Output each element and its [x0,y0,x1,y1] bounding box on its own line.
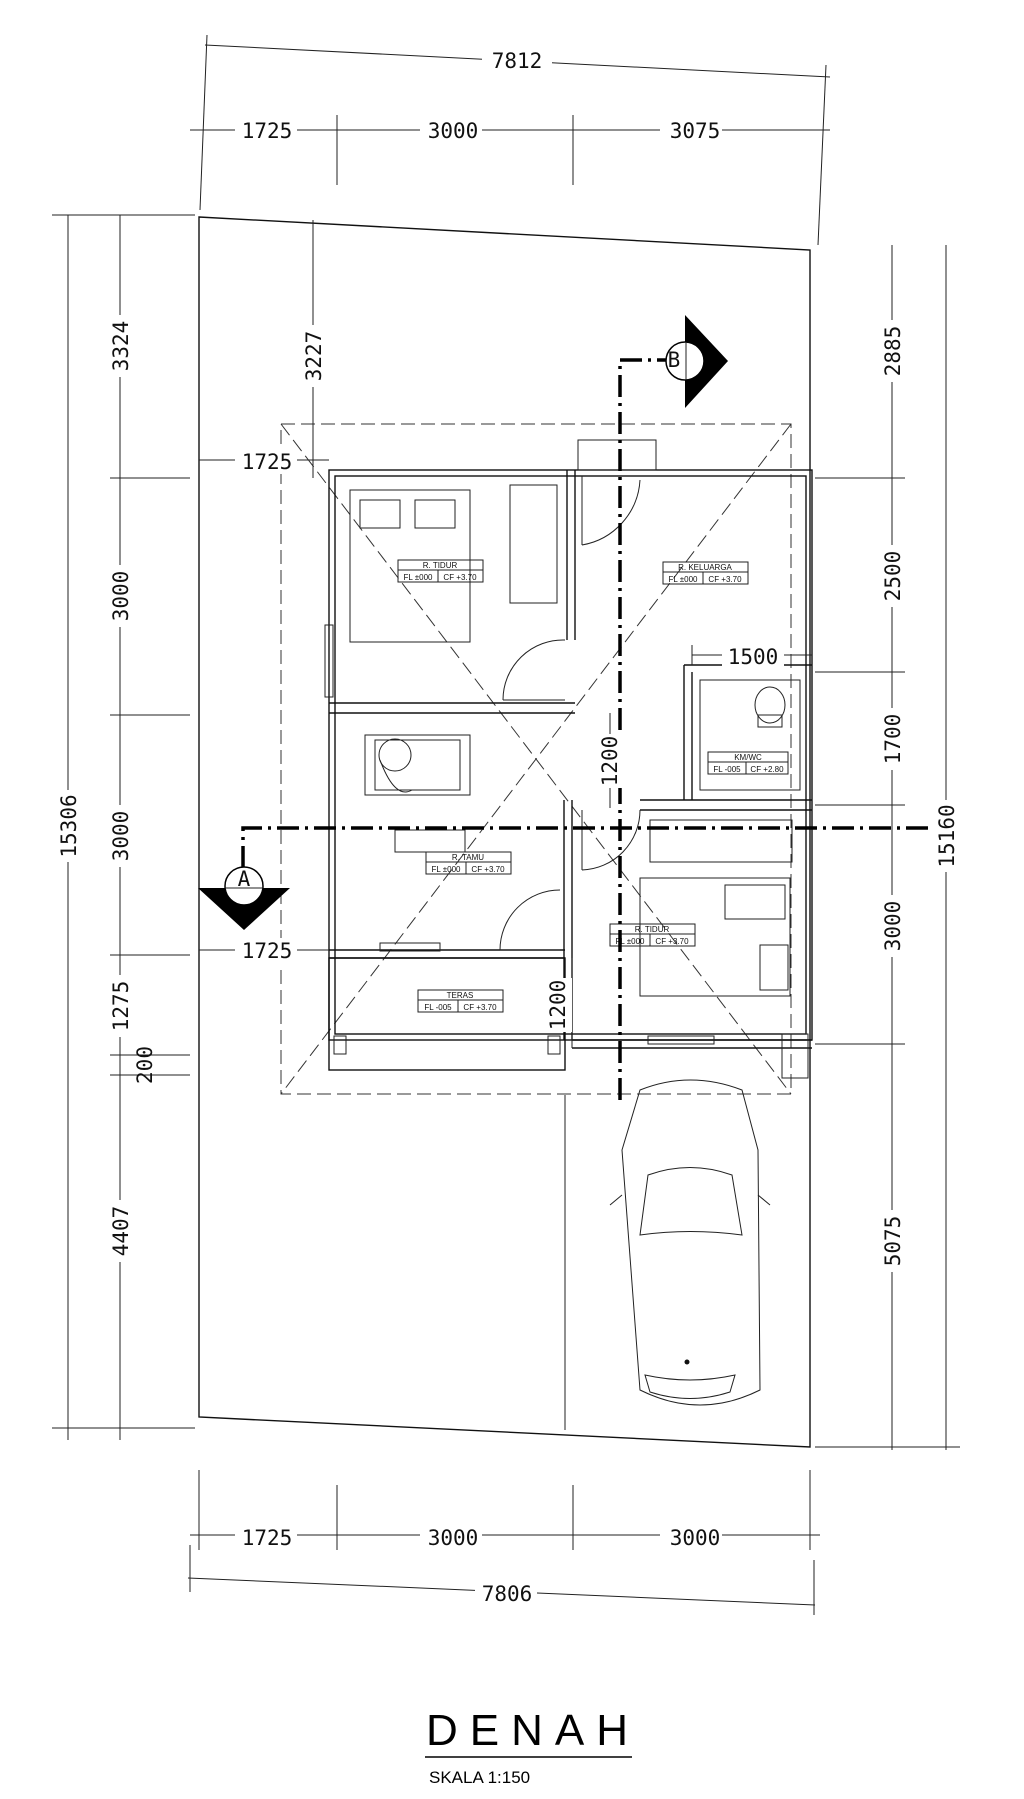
section-marker-b: B [665,315,728,408]
room-level: FL ±000 [432,865,462,874]
section-label: B [668,348,681,372]
room-label-terrace: TERAS FL -005 CF +3.70 [417,989,504,1013]
drawing-scale: SKALA 1:150 [429,1768,530,1787]
dimension-bottom-segment: 1725 [242,1526,293,1550]
site-boundary [198,216,811,1448]
section-marker-a: A [198,866,290,930]
room-ceiling: CF +2.80 [750,765,784,774]
room-label-bedroom-2: R. TIDUR FL ±000 CF +3.70 [609,923,696,947]
room-level: FL ±000 [669,575,699,584]
room-level: FL -005 [424,1003,452,1012]
dimension-bottom-overall: 7806 [482,1582,533,1606]
dimension-offset-upper: 1725 [242,450,293,474]
dimension-top-segment: 3075 [670,119,721,143]
room-ceiling: CF +3.70 [471,865,505,874]
doors [499,476,641,951]
room-ceiling: CF +3.70 [708,575,742,584]
furniture [349,484,801,1406]
section-label: A [238,867,251,891]
dimension-top-segment: 1725 [242,119,293,143]
room-name: R. KELUARGA [678,563,732,572]
room-name: TERAS [447,991,474,1000]
dimension-top-segment: 3000 [428,119,479,143]
car-icon [609,1079,771,1406]
room-name: KM/WC [734,753,762,762]
dimension-lines: 7812 1725 3000 3075 1725 3000 3000 7806 [52,34,960,1615]
dimension-left-segment: 3000 [109,571,133,622]
room-label-bedroom-1: R. TIDUR FL ±000 CF +3.70 [397,559,484,583]
dimension-right-segment: 2500 [881,551,905,602]
dimension-right-segment: 3000 [881,901,905,952]
dimension-corridor: 1200 [546,980,570,1031]
dimension-left-segment: 200 [133,1046,157,1084]
roof-outline [280,423,792,1095]
room-name: R. TIDUR [635,925,670,934]
dimension-right-segment: 2885 [881,326,905,377]
room-labels: R. TIDUR FL ±000 CF +3.70 R. KELUARGA FL… [397,559,789,1013]
section-cuts: A B [198,315,945,1100]
dimension-left-segment: 3000 [109,811,133,862]
room-ceiling: CF +3.70 [655,937,689,946]
room-name: R. TIDUR [423,561,458,570]
dimension-bathroom-width: 1500 [728,645,779,669]
room-level: FL ±000 [616,937,646,946]
room-name: R. TAMU [452,853,484,862]
room-level: FL -005 [713,765,741,774]
dimension-offset-lower: 1725 [242,939,293,963]
room-ceiling: CF +3.70 [463,1003,497,1012]
room-label-living: R. TAMU FL ±000 CF +3.70 [425,851,512,875]
room-label-family: R. KELUARGA FL ±000 CF +3.70 [662,561,749,585]
title-block: DENAH SKALA 1:150 [425,1706,640,1787]
drawing-title: DENAH [426,1706,640,1755]
dimension-left-overall: 15306 [57,794,81,857]
dimension-front-setback: 3227 [302,331,326,382]
dimension-top-overall: 7812 [492,49,543,73]
dimension-left-segment: 4407 [109,1206,133,1257]
room-level: FL ±000 [404,573,434,582]
room-label-bathroom: KM/WC FL -005 CF +2.80 [707,751,789,775]
dimension-right-segment: 5075 [881,1216,905,1267]
dimension-right-overall: 15160 [935,804,959,867]
dimension-left-segment: 3324 [109,321,133,372]
dimension-corridor: 1200 [598,736,622,787]
dimension-bottom-segment: 3000 [670,1526,721,1550]
dimension-bottom-segment: 3000 [428,1526,479,1550]
room-ceiling: CF +3.70 [443,573,477,582]
dimension-right-segment: 1700 [881,714,905,765]
dimension-left-segment: 1275 [109,981,133,1032]
